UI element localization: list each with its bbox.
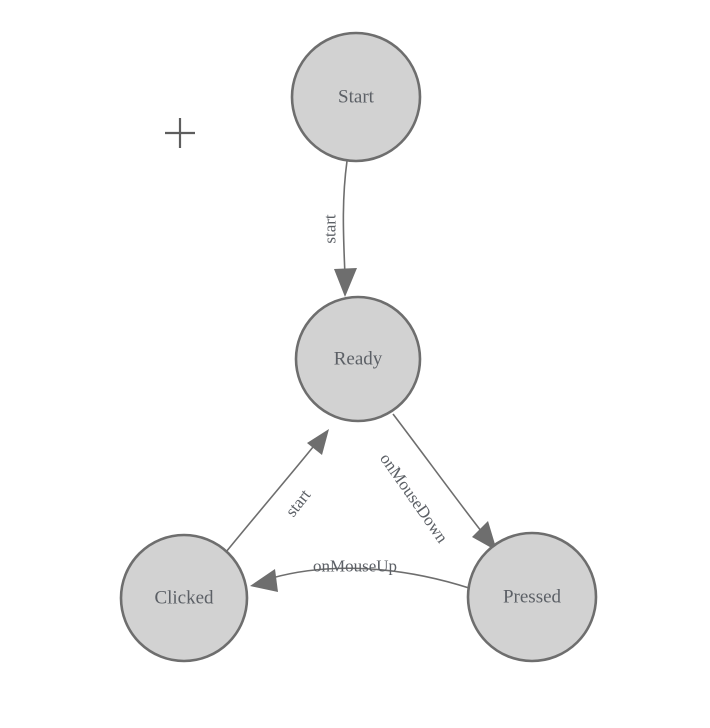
node-pressed-circle[interactable] <box>466 531 598 663</box>
node-start-label: Start <box>338 87 375 108</box>
edge-clicked-to-ready-path <box>225 446 314 553</box>
node-clicked[interactable]: Clicked <box>119 533 249 663</box>
node-clicked-circle[interactable] <box>119 533 249 663</box>
edge-start-to-ready-label: start <box>321 214 340 244</box>
node-ready-circle[interactable] <box>294 295 422 423</box>
edge-clicked-to-ready-arrowhead <box>307 429 329 455</box>
node-pressed[interactable]: Pressed <box>466 531 598 663</box>
edge-clicked-to-ready-label: start <box>282 485 315 520</box>
node-start[interactable]: Start <box>290 31 422 163</box>
node-ready-label: Ready <box>334 349 383 370</box>
node-ready[interactable]: Ready <box>294 295 422 423</box>
node-pressed-label: Pressed <box>503 587 562 608</box>
edge-start-to-ready-path <box>342 160 348 278</box>
edge-ready-to-pressed-path <box>392 413 486 537</box>
edge-clicked-to-ready[interactable]: start <box>225 429 329 553</box>
edge-pressed-to-clicked-arrowhead <box>250 569 278 592</box>
plus-marker <box>165 118 195 148</box>
edge-start-to-ready[interactable]: start <box>321 160 358 297</box>
edge-ready-to-pressed[interactable]: onMouseDown <box>376 413 497 551</box>
edge-pressed-to-clicked-path <box>271 567 470 589</box>
edge-pressed-to-clicked-label: onMouseUp <box>313 557 397 576</box>
edge-ready-to-pressed-label: onMouseDown <box>376 450 452 547</box>
edge-ready-to-pressed-arrowhead <box>472 521 497 551</box>
node-start-circle[interactable] <box>290 31 422 163</box>
edge-start-to-ready-arrowhead <box>334 268 357 297</box>
node-clicked-label: Clicked <box>154 588 214 609</box>
edge-pressed-to-clicked[interactable]: onMouseUp <box>250 557 470 593</box>
